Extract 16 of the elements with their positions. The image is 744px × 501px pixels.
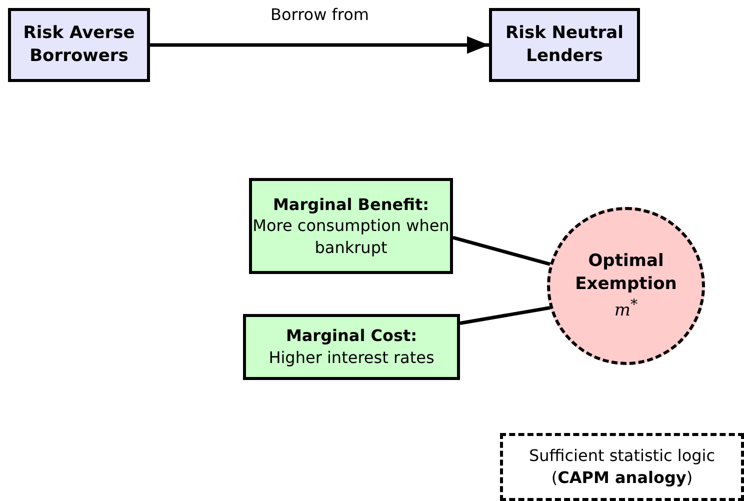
entity-box xyxy=(8,8,150,82)
connector-line xyxy=(452,236,551,266)
node-heading: Marginal Cost: xyxy=(286,325,418,347)
arrow xyxy=(150,36,489,54)
entity-box xyxy=(489,8,640,82)
node-text: Sufficient statistic logic (CAPM analogy) xyxy=(528,445,716,489)
node-heading: Risk Neutral Lenders xyxy=(504,22,624,68)
note-box xyxy=(500,433,744,501)
benefit-box xyxy=(249,178,453,274)
math-symbol: m$^{*}$ xyxy=(614,296,638,322)
cost-box xyxy=(243,314,460,380)
connector-line xyxy=(460,306,550,325)
node-heading: Risk Averse Borrowers xyxy=(22,22,136,68)
node-text: Higher interest rates xyxy=(268,347,434,369)
node-heading: Marginal Benefit: xyxy=(273,194,429,216)
node-text: More consumption when bankrupt xyxy=(252,215,450,258)
